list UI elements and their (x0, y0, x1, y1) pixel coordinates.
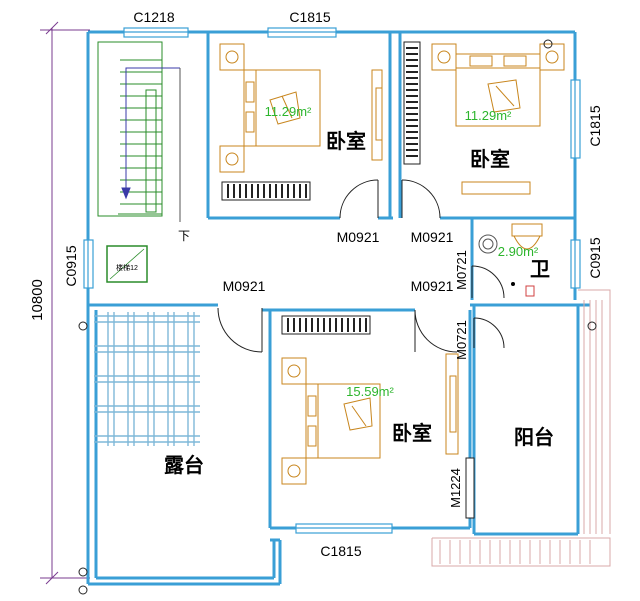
overall-dimension-label: 10800 (29, 279, 46, 321)
room-name-balcony: 阳台 (514, 425, 554, 449)
door-label-bed-bottom: M0921 (411, 278, 454, 294)
door-swings (217, 179, 505, 519)
window-label-bottom: C1815 (320, 543, 361, 559)
door-label-terrace: M0921 (223, 278, 266, 294)
room-area-bedroom-tl: 11.29m² (265, 104, 312, 119)
room-name-bathroom: 卫 (530, 257, 550, 281)
stair-direction-arrow (121, 67, 181, 222)
door-label-bed-tr: M0921 (411, 229, 454, 245)
equipment-box: 楼梯12 (106, 245, 148, 283)
bedroom-tr-wardrobe (403, 41, 421, 165)
bedroom-bottom-wardrobe (281, 315, 371, 335)
room-name-terrace: 露台 (164, 453, 204, 477)
bedroom-bottom-furniture (281, 353, 459, 485)
room-area-bedroom-tr: 11.29m² (465, 108, 512, 123)
stair-down-label: 下 (178, 229, 190, 243)
window-label-right-mid: C0915 (587, 237, 603, 278)
window-label-left-mid: C0915 (63, 245, 79, 286)
door-label-balcony-slide: M1224 (448, 468, 463, 508)
walls (86, 30, 590, 586)
stairwell (97, 41, 163, 217)
misc-marks (78, 39, 597, 595)
balcony-edge (431, 289, 611, 567)
room-area-bedroom-bottom: 15.59m² (346, 384, 394, 399)
room-name-bedroom-tl: 卧室 (326, 129, 366, 153)
windows (83, 27, 581, 534)
bedroom-tl-furniture (219, 43, 383, 173)
room-name-bedroom-tr: 卧室 (470, 147, 510, 171)
bedroom-tl-wardrobe (221, 181, 311, 201)
equipment-label: 楼梯12 (116, 263, 138, 272)
bathroom-fixtures (478, 223, 543, 297)
pergola (94, 312, 200, 446)
door-label-bed-tl: M0921 (337, 229, 380, 245)
floor-drain (511, 282, 515, 286)
room-area-bathroom: 2.90m² (498, 244, 539, 259)
window-label-right-top: C1815 (587, 105, 603, 146)
overall-dimension: 10800 (29, 21, 90, 585)
room-name-bedroom-bottom: 卧室 (392, 421, 432, 445)
window-label-top-left: C1218 (133, 9, 174, 25)
door-label-balcony: M0721 (454, 320, 469, 360)
window-label-top-mid: C1815 (289, 9, 330, 25)
door-label-bath: M0721 (454, 250, 469, 290)
